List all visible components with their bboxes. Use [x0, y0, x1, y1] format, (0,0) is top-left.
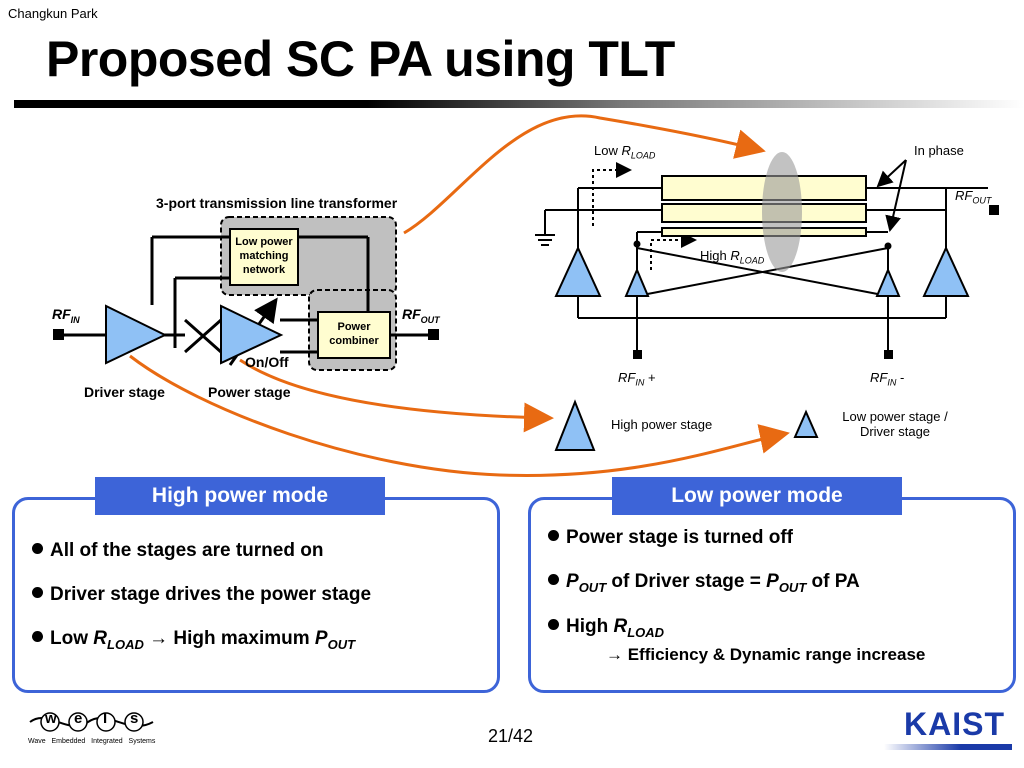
low-power-mode-heading: Low power mode: [612, 477, 902, 515]
high-bullet-2: Driver stage drives the power stage: [32, 584, 371, 606]
in-phase-label: In phase: [914, 143, 964, 158]
driver-amplifier-icon: [105, 304, 168, 365]
power-amplifier-icon: [220, 304, 284, 365]
kaist-logo: KAIST: [884, 706, 1012, 752]
high-bullet-3: Low RLOAD → High maximum POUT: [32, 628, 355, 652]
power-stage-label: Power stage: [208, 384, 291, 400]
weis-logo: w e I s Wave Embedded Integrated Systems: [28, 710, 156, 745]
right-rf-out-port-icon: [989, 205, 999, 215]
page-number: 21/42: [488, 726, 534, 746]
matching-network-label: Low power matching network: [235, 236, 293, 276]
slide-title: Proposed SC PA using TLT: [46, 31, 675, 87]
tlt-right-schematic: [535, 152, 999, 359]
rf-in-port-icon: [53, 329, 64, 340]
legend-high-power-label: High power stage: [611, 417, 713, 432]
rf-in-minus-port-icon: [884, 350, 893, 359]
low-bullet-1: Power stage is turned off: [548, 527, 793, 549]
on-off-label: On/Off: [245, 354, 289, 370]
low-bullet-3: High RLOAD: [548, 616, 664, 640]
high-bullet-1: All of the stages are turned on: [32, 540, 323, 562]
low-bullet-3-result: → Efficiency & Dynamic range increase: [606, 645, 926, 664]
rf-out-port-icon: [428, 329, 439, 340]
driver-stage-label: Driver stage: [84, 384, 165, 400]
matching-network-box: [229, 228, 299, 286]
power-combiner-box: [317, 311, 391, 359]
low-bullet-2: POUT of Driver stage = POUT of PA: [548, 571, 860, 595]
high-power-amp-right-icon: [922, 245, 970, 297]
tlt-caption: 3-port transmission line transformer: [156, 195, 398, 211]
rf-in-plus-label: RFIN +: [618, 370, 656, 388]
rf-in-plus-port-icon: [633, 350, 642, 359]
legend-high-power-icon: [554, 399, 596, 451]
tlt-left-schematic: [53, 216, 439, 371]
high-rload-label: High RLOAD: [700, 248, 765, 266]
title-underline: [14, 100, 1024, 108]
high-power-mode-heading: High power mode: [95, 477, 385, 515]
power-combiner-label: Power combiner: [329, 321, 379, 347]
low-power-amp-right-icon: [875, 267, 901, 297]
rf-in-label: RFIN: [52, 306, 80, 325]
orange-callout-arrows: [129, 114, 790, 477]
right-rf-out-label: RFOUT: [955, 188, 992, 206]
low-power-amp-left-icon: [624, 267, 650, 297]
highlight-ellipse: [762, 152, 802, 272]
rf-in-minus-label: RFIN -: [870, 370, 905, 388]
high-power-amp-left-icon: [554, 245, 602, 297]
low-rload-label: Low RLOAD: [594, 143, 656, 161]
legend-low-power-label: Low power stage / Driver stage: [842, 409, 948, 439]
rf-out-label: RFOUT: [402, 306, 440, 325]
author-name: Changkun Park: [8, 6, 98, 21]
legend-low-power-icon: [793, 409, 819, 438]
